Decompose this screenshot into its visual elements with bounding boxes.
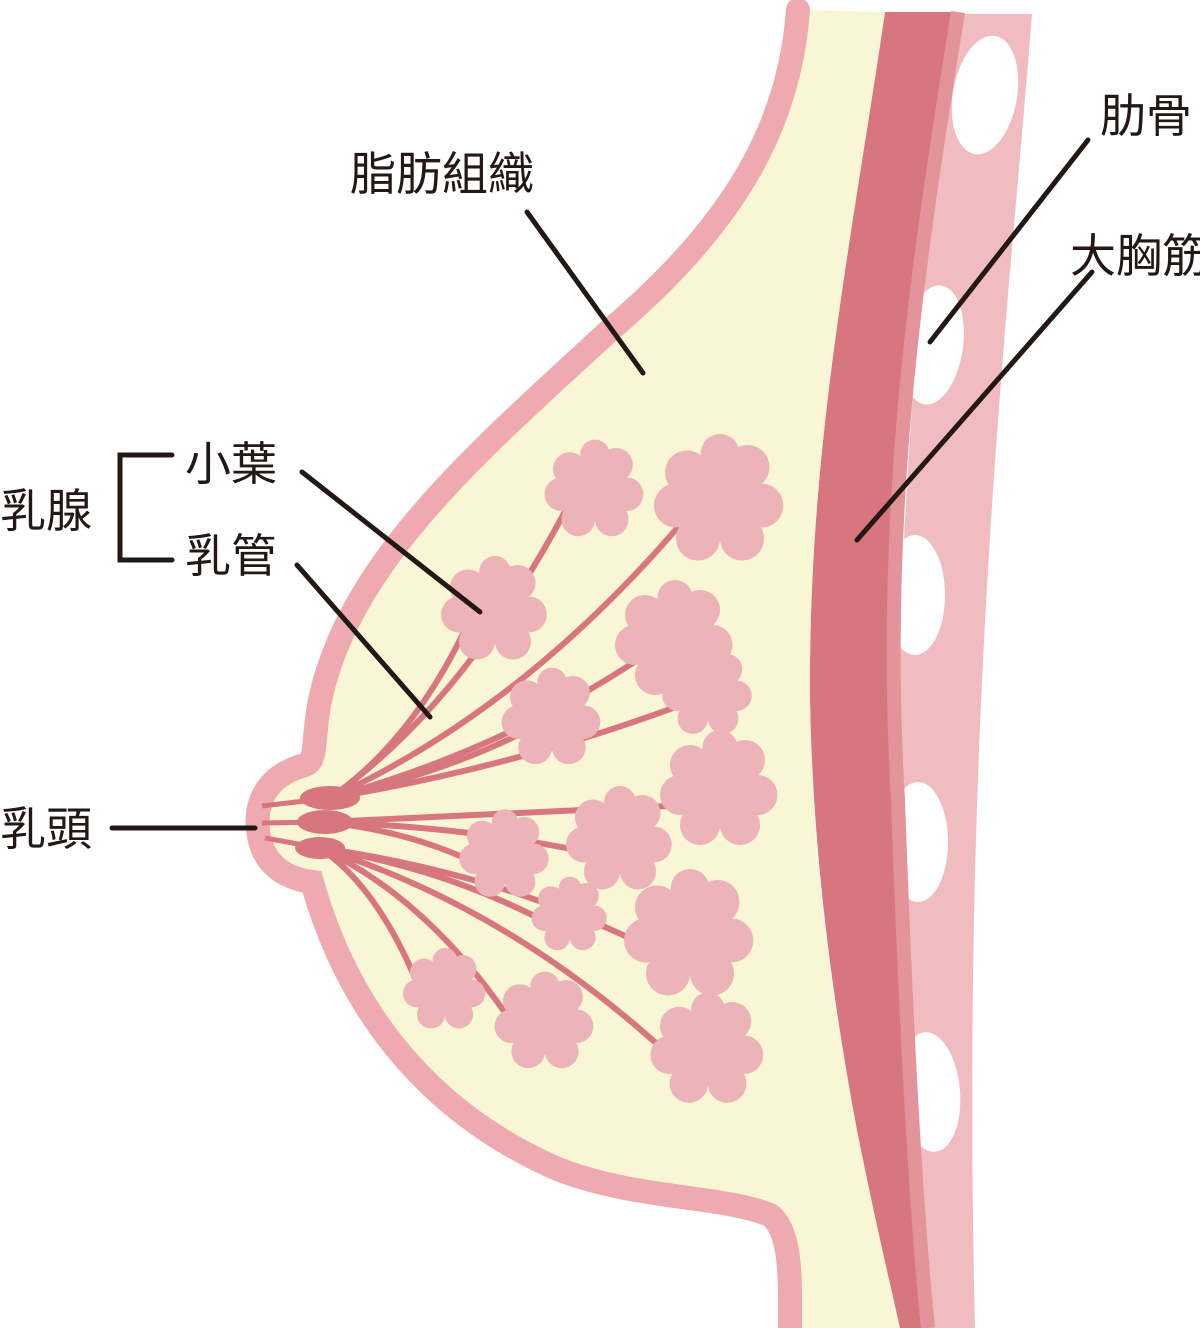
- lobule: [662, 646, 752, 734]
- label-pectoralis-major: 大胸筋: [1070, 229, 1200, 283]
- muscle-edge: [886, 10, 965, 1328]
- label-rib: 肋骨: [1100, 89, 1192, 143]
- lobule: [459, 809, 549, 897]
- milk-duct: [328, 514, 690, 801]
- leader-fat-tissue: [524, 209, 646, 376]
- lobule: [660, 730, 778, 845]
- label-fat-tissue: 脂肪組織: [350, 147, 534, 201]
- milk-duct: [319, 845, 682, 1067]
- lobule: [624, 869, 754, 996]
- milk-duct: [324, 819, 594, 857]
- label-lobule: 小葉: [185, 437, 277, 491]
- lobules: [403, 434, 784, 1103]
- lobule: [494, 971, 594, 1069]
- lobule: [544, 439, 644, 537]
- mammary-gland-bracket: [117, 452, 175, 563]
- lobule: [566, 786, 672, 890]
- milk-duct: [329, 700, 687, 801]
- leader-pectoralis: [854, 269, 1095, 543]
- rib-1: [951, 35, 1019, 155]
- nipple-duct-lines: [261, 795, 331, 851]
- leader-milk-duct: [294, 562, 433, 720]
- nipple: [261, 786, 360, 859]
- lobule: [531, 876, 607, 951]
- milk-duct: [328, 622, 471, 801]
- label-mammary-gland: 乳腺: [0, 484, 92, 538]
- lobule: [650, 992, 764, 1103]
- lobule: [654, 434, 784, 561]
- milk-duct: [318, 845, 523, 1037]
- lobule: [501, 667, 601, 765]
- breast-fat-tissue: [257, 10, 901, 1328]
- leader-rib: [927, 137, 1091, 345]
- leader-lobule: [299, 469, 483, 615]
- label-nipple: 乳頭: [0, 802, 92, 856]
- label-milk-duct: 乳管: [185, 529, 277, 583]
- lobule: [403, 948, 486, 1029]
- pectoralis-major-muscle: [809, 12, 958, 1328]
